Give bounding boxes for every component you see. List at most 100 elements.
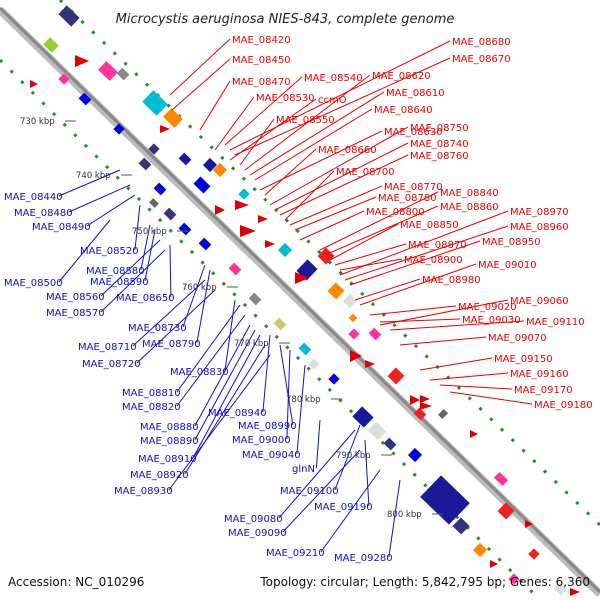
minus-strand-labels: MAE_08440MAE_08480MAE_08490MAE_08520MAE_… [4, 169, 401, 564]
gene-feature-block [178, 152, 192, 166]
plus-gene-leader-line [229, 98, 317, 161]
plus-gene-leader-line [199, 80, 231, 131]
minus-gene-leader-line [194, 324, 251, 427]
minus-gene-leader-line [296, 364, 306, 455]
minus-gene-label: MAE_08730 [128, 323, 187, 334]
minus-gene-label: MAE_09190 [314, 502, 373, 513]
minus-gene-label: MAE_08500 [4, 278, 63, 289]
gene-feature-block [78, 92, 92, 106]
gene-feature-block [342, 293, 358, 309]
gene-arrow-feature [420, 395, 430, 403]
outer-dotted-track [58, 0, 600, 527]
gene-feature-block [153, 182, 167, 196]
gene-feature-block [348, 313, 358, 323]
gene-arrow-feature [365, 360, 375, 368]
gene-feature-block [438, 409, 448, 419]
plus-gene-leader-line [449, 391, 533, 405]
gene-feature-block [238, 188, 250, 200]
gene-feature-block [413, 407, 427, 421]
minus-gene-leader-line [196, 269, 211, 344]
gene-feature-block [497, 502, 515, 520]
minus-gene-label: MAE_08820 [122, 402, 181, 413]
genome-backbone-core [0, 6, 600, 594]
plus-gene-label: MAE_09180 [534, 400, 593, 411]
gene-feature-block [248, 292, 262, 306]
plus-gene-label: MAE_08760 [410, 151, 469, 162]
gene-feature-block [58, 73, 70, 85]
gene-feature-block [116, 67, 130, 81]
gene-feature-block [493, 471, 509, 487]
plus-gene-leader-line [439, 384, 513, 390]
minus-gene-leader-line [194, 329, 256, 441]
gene-feature-block [407, 447, 423, 463]
plus-gene-leader-line [239, 118, 275, 166]
minus-gene-leader-line [286, 349, 291, 440]
gene-feature-block [277, 242, 293, 258]
minus-gene-label: MAE_08580 [86, 266, 145, 277]
minus-gene-leader-line [132, 279, 206, 347]
gene-feature-block [202, 157, 218, 173]
plus-gene-label: MAE_08750 [410, 123, 469, 134]
minus-gene-leader-line [136, 289, 216, 364]
gene-arrow-feature [160, 125, 170, 133]
plus-gene-label: MAE_08840 [440, 188, 499, 199]
minus-gene-leader-line [320, 469, 381, 553]
plus-gene-leader-line [299, 210, 365, 241]
gene-feature-block [273, 317, 287, 331]
gene-feature-block [193, 176, 211, 194]
plus-gene-leader-line [379, 299, 509, 326]
minus-gene-label: MAE_09080 [224, 514, 283, 525]
minus-gene-leader-line [144, 229, 156, 282]
scale-tick-label: 760 kbp [182, 283, 217, 293]
plus-gene-leader-line [234, 57, 451, 156]
gene-arrow-feature [490, 560, 498, 568]
minus-gene-leader-line [68, 184, 131, 213]
gene-feature-block [142, 90, 168, 116]
plus-gene-leader-line [274, 142, 409, 211]
minus-gene-leader-line [315, 419, 321, 469]
minus-gene-leader-line [100, 239, 161, 297]
plus-gene-leader-line [324, 205, 439, 256]
plus-gene-label: MAE_08680 [452, 37, 511, 48]
gene-arrow-feature [235, 200, 249, 210]
plus-gene-label: MAE_09170 [514, 385, 573, 396]
gene-feature-block [163, 207, 177, 221]
minus-gene-label: MAE_08480 [14, 208, 73, 219]
gene-feature-block [308, 358, 320, 370]
minus-gene-label: MAE_09090 [228, 528, 287, 539]
minus-gene-label: MAE_08560 [46, 292, 105, 303]
gene-feature-block [138, 157, 152, 171]
plus-gene-label: MAE_08470 [232, 77, 291, 88]
plus-gene-leader-line [224, 76, 303, 146]
minus-gene-label: MAE_08590 [90, 277, 149, 288]
plus-gene-label: MAE_08420 [232, 35, 291, 46]
gene-feature-block [198, 237, 212, 251]
plus-gene-label: MAE_08620 [372, 71, 431, 82]
gene-feature-block [508, 573, 520, 585]
plus-gene-leader-line [284, 170, 335, 221]
plus-strand-labels: MAE_08420MAE_08450MAE_08470MAE_08530MAE_… [169, 35, 593, 411]
minus-gene-label: MAE_08940 [208, 408, 267, 419]
minus-gene-leader-line [176, 314, 246, 407]
plus-gene-label: MAE_08960 [510, 222, 569, 233]
minus-gene-label: MAE_08990 [238, 421, 297, 432]
gene-arrow-feature [215, 205, 225, 215]
minus-gene-leader-line [278, 429, 356, 519]
gene-arrow-feature [350, 350, 362, 362]
plus-gene-leader-line [389, 320, 525, 331]
minus-gene-label: MAE_08910 [138, 454, 197, 465]
plus-gene-leader-line [344, 225, 509, 281]
plus-gene-label: ccmO [318, 95, 347, 106]
plus-gene-label: MAE_08950 [482, 237, 541, 248]
gene-feature-block [420, 475, 470, 525]
plus-gene-leader-line [254, 108, 373, 181]
plus-gene-label: MAE_08700 [336, 167, 395, 178]
minus-gene-label: MAE_08830 [170, 367, 229, 378]
gene-feature-block [178, 222, 192, 236]
gene-feature-block [348, 328, 360, 340]
minus-gene-label: MAE_08490 [32, 222, 91, 233]
plus-gene-leader-line [379, 318, 461, 323]
gene-arrow-feature [258, 215, 268, 223]
plus-gene-label: MAE_09020 [458, 302, 517, 313]
gene-feature-block [212, 162, 228, 178]
